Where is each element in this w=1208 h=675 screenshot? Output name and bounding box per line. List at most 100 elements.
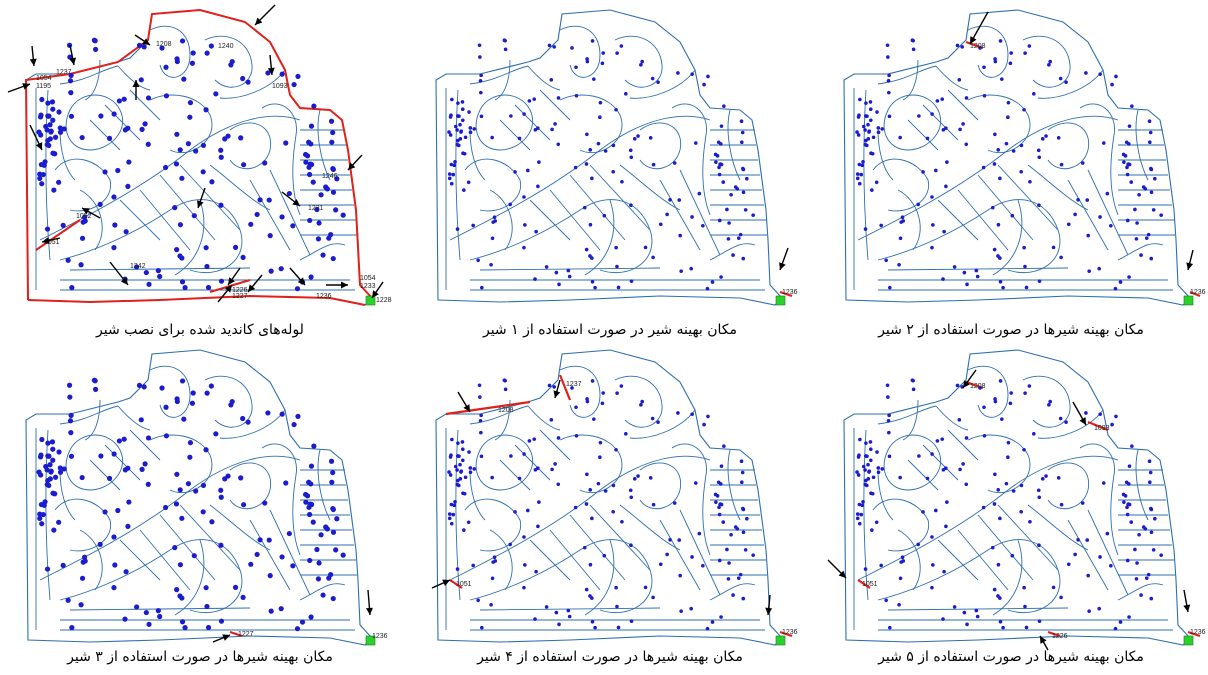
junction-node <box>955 43 960 48</box>
junction-node <box>916 202 920 207</box>
pipe <box>619 504 681 551</box>
junction-node <box>115 167 121 174</box>
panel-caption: مکان بهینه شیرها در صورت استفاده از ۴ شی… <box>477 649 743 665</box>
valve-pipe <box>1189 290 1201 298</box>
junction-node <box>596 481 601 486</box>
junction-node <box>460 440 465 444</box>
junction-node <box>57 465 63 471</box>
junction-node <box>449 502 454 507</box>
junction-node <box>650 76 655 81</box>
junction-node <box>447 172 452 176</box>
junction-node <box>478 418 483 423</box>
junction-node <box>590 516 594 521</box>
junction-node <box>307 161 313 167</box>
junction-node <box>526 508 530 513</box>
junction-node <box>1022 585 1026 590</box>
junction-node <box>705 286 710 291</box>
junction-node <box>333 547 339 553</box>
junction-node <box>536 466 540 470</box>
junction-node <box>142 121 148 127</box>
junction-node <box>50 106 56 112</box>
junction-node <box>639 63 643 67</box>
junction-node <box>636 474 640 478</box>
junction-node <box>619 44 624 48</box>
junction-node <box>557 282 561 287</box>
junction-node <box>944 524 948 529</box>
junction-node <box>1058 76 1063 81</box>
junction-node <box>582 545 587 550</box>
junction-node <box>965 622 969 627</box>
junction-node <box>615 264 619 269</box>
reservoir-icon <box>775 635 786 646</box>
junction-node <box>998 619 1003 624</box>
pipe <box>449 115 711 241</box>
junction-node <box>859 512 864 517</box>
junction-node <box>588 562 593 567</box>
panel-caption: لوله‌های کاندید شده برای نصب شیر <box>96 322 304 338</box>
junction-node <box>743 548 748 552</box>
node-label: 1093 <box>1094 425 1110 432</box>
junction-node <box>858 437 862 442</box>
junction-node <box>179 378 186 384</box>
junction-node <box>861 159 865 164</box>
pipe <box>872 498 930 552</box>
junction-node <box>330 129 336 136</box>
junction-node <box>323 184 329 190</box>
junction-node <box>463 135 468 140</box>
junction-node <box>241 502 247 508</box>
junction-node <box>451 172 456 177</box>
pipe <box>997 164 1059 231</box>
junction-node <box>57 469 64 475</box>
network-outline <box>25 9 373 306</box>
junction-node <box>602 213 607 218</box>
junction-node <box>856 133 861 137</box>
arrow-head-icon <box>35 142 43 150</box>
junction-node <box>1084 411 1088 415</box>
junction-node <box>998 39 1003 43</box>
node-label: 1246 <box>322 173 338 180</box>
junction-node <box>45 440 51 446</box>
pipe <box>727 449 741 521</box>
junction-node <box>449 113 453 117</box>
junction-node <box>1125 512 1130 517</box>
junction-node <box>509 454 513 458</box>
junction-node <box>537 160 541 164</box>
junction-node <box>310 519 316 525</box>
junction-node <box>885 383 890 388</box>
junction-node <box>294 286 301 292</box>
junction-node <box>751 213 755 217</box>
junction-node <box>911 387 916 392</box>
junction-node <box>1000 417 1004 421</box>
pipe <box>1022 375 1071 428</box>
pipe <box>299 243 346 261</box>
junction-node <box>557 622 561 627</box>
junction-node <box>998 516 1002 521</box>
pipe <box>539 429 571 461</box>
junction-node <box>1146 572 1151 577</box>
junction-node <box>1006 455 1010 460</box>
junction-node <box>1066 562 1071 567</box>
junction-node <box>574 94 579 98</box>
junction-node <box>121 436 127 442</box>
junction-node <box>50 490 56 496</box>
junction-node <box>590 176 594 181</box>
junction-node <box>208 383 214 389</box>
pipe <box>877 539 1061 614</box>
pipe <box>54 498 112 552</box>
junction-node <box>155 608 161 614</box>
junction-node <box>479 454 484 459</box>
junction-node <box>930 245 934 250</box>
junction-node <box>1080 501 1085 505</box>
junction-node <box>701 223 705 228</box>
junction-node <box>67 394 73 400</box>
junction-node <box>177 253 183 259</box>
junction-node <box>588 488 593 492</box>
junction-node <box>1059 162 1064 167</box>
junction-node <box>584 162 589 166</box>
junction-node <box>886 418 891 423</box>
junction-node <box>503 387 508 392</box>
junction-node <box>279 554 285 560</box>
junction-node <box>248 221 254 227</box>
pipe <box>45 89 51 261</box>
junction-node <box>879 563 883 568</box>
